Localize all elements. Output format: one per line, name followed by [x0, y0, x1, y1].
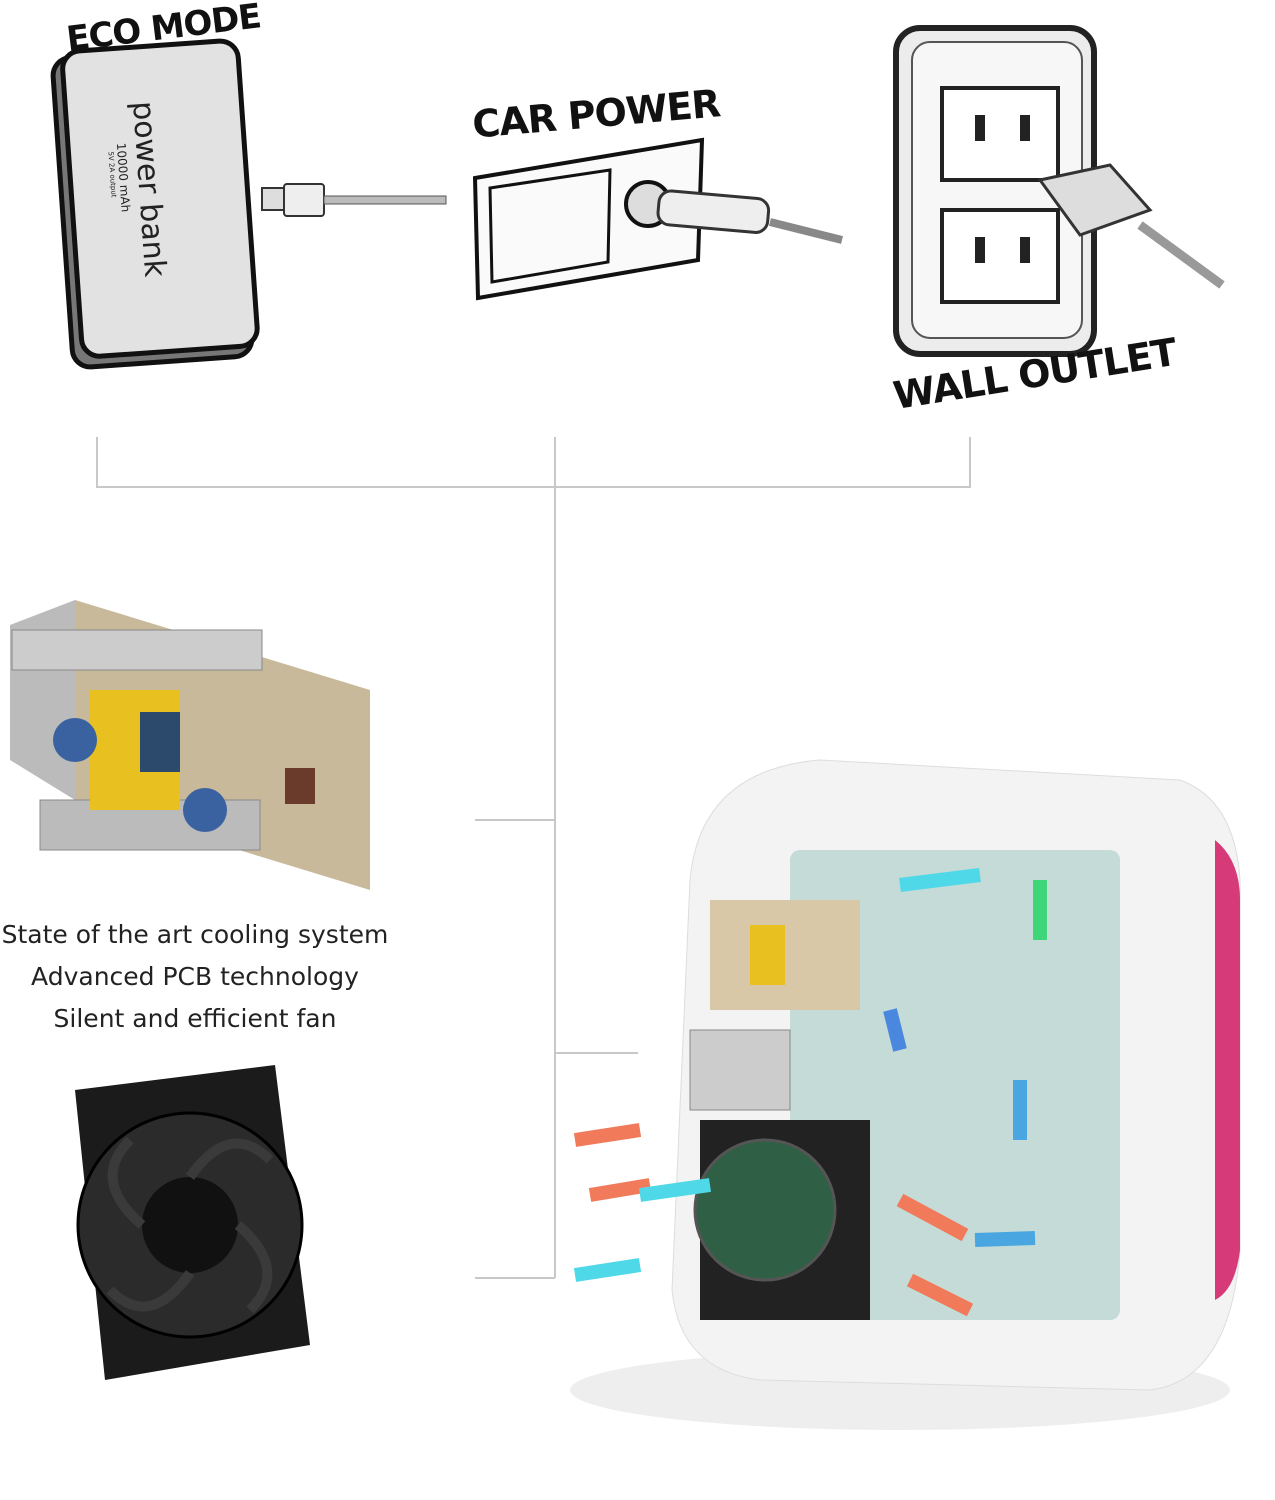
connector-lines — [96, 437, 971, 1279]
cooling-fan-image — [75, 1065, 310, 1380]
usb-cable-icon — [261, 183, 447, 217]
feature-pcb-technology: Advanced PCB technology — [31, 962, 359, 991]
car-socket-icon — [472, 137, 843, 301]
feature-silent-fan: Silent and efficient fan — [53, 1004, 337, 1033]
airflow-arrows — [573, 868, 1047, 1317]
power-bank-icon — [50, 38, 260, 370]
mini-fridge-image — [570, 759, 1241, 1430]
pcb-board-image — [10, 600, 370, 890]
wall-outlet-icon — [893, 25, 1225, 357]
power-bank-text: power bank 10000 mAh 5V 2A output — [103, 100, 172, 280]
feature-cooling-system: State of the art cooling system — [1, 920, 389, 949]
